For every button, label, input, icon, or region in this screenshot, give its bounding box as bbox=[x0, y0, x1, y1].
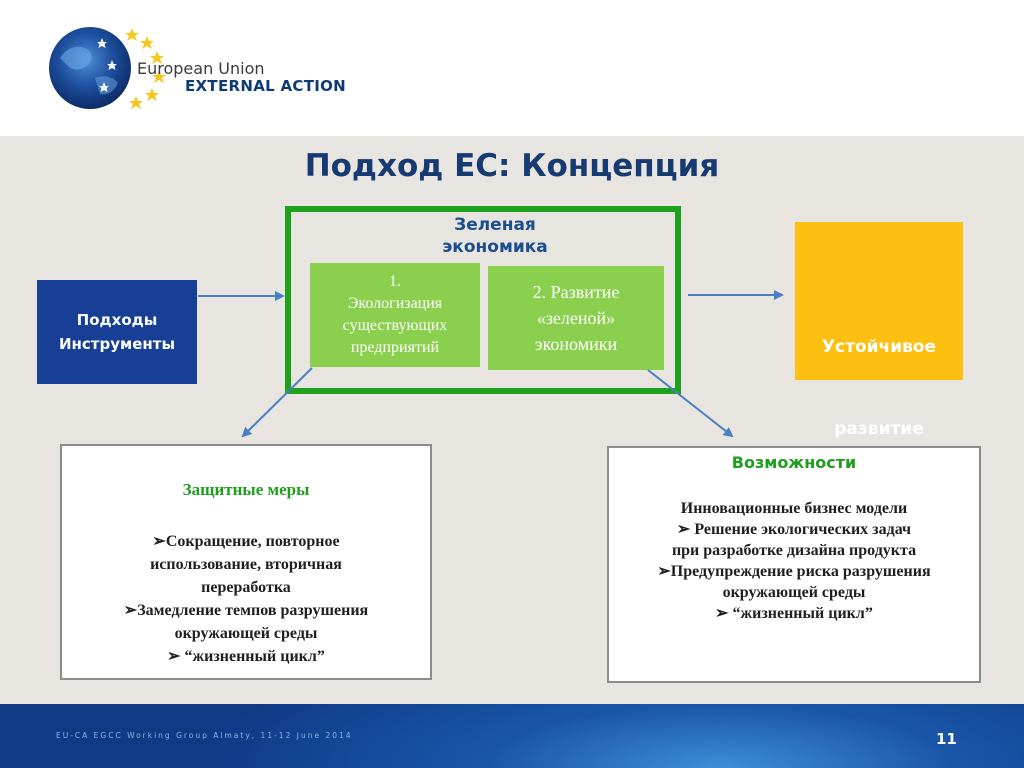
greening-enterprises-box: 1. Экологизация существующих предприятий bbox=[310, 263, 480, 367]
box2-line: экономики bbox=[534, 334, 618, 354]
arrow-to-opportunities bbox=[647, 369, 734, 438]
box1-line: предприятий bbox=[350, 339, 440, 356]
list-item: использование, вторичная bbox=[150, 556, 342, 573]
opportunities-list: Инновационные бизнес модели ➢ Решение эк… bbox=[609, 498, 979, 624]
list-item: ➢ “жизненный цикл” bbox=[715, 605, 873, 622]
green-economy-development-box: 2. Развитие «зеленой» экономики bbox=[488, 266, 664, 370]
sustainable-development-box: Устойчивое развитие bbox=[795, 222, 963, 439]
list-item: при разработке дизайна продукта bbox=[671, 542, 917, 559]
list-item: ➢ “жизненный цикл” bbox=[167, 648, 325, 665]
opportunities-panel: Возможности Инновационные бизнес модели … bbox=[607, 446, 981, 683]
slide-header: European Union EXTERNAL ACTION bbox=[0, 0, 1024, 136]
green-economy-label-line: экономика bbox=[442, 237, 548, 257]
sustainable-line: Устойчивое bbox=[821, 337, 937, 357]
approaches-line: Подходы bbox=[76, 311, 158, 329]
sustainable-line: развитие bbox=[834, 419, 924, 439]
list-item: переработка bbox=[201, 579, 291, 596]
list-item: ➢Замедление темпов разрушения bbox=[123, 602, 369, 619]
logo-line-external-action: EXTERNAL ACTION bbox=[185, 77, 347, 95]
approaches-line: Инструменты bbox=[58, 335, 176, 353]
approaches-tools-box: Подходы Инструменты bbox=[37, 280, 197, 384]
box1-line: 1. bbox=[389, 273, 401, 290]
list-item: ➢Предупреждение риска разрушения bbox=[657, 563, 931, 580]
list-item: окружающей среды bbox=[722, 584, 866, 601]
eu-globe-logo bbox=[49, 27, 166, 109]
slide-title: Подход ЕС: Концепция bbox=[304, 148, 720, 184]
opportunities-title: Возможности bbox=[731, 453, 857, 472]
protective-measures-panel: Защитные меры ➢Сокращение, повторное исп… bbox=[60, 444, 432, 680]
list-item: ➢ Решение экологических задач bbox=[676, 521, 912, 538]
arrow-to-protective-measures bbox=[241, 367, 313, 438]
protective-measures-title: Защитные меры bbox=[182, 480, 310, 499]
slide-footer bbox=[0, 704, 1024, 768]
box1-line: Экологизация bbox=[347, 295, 443, 312]
green-economy-frame bbox=[285, 206, 681, 394]
list-item: Инновационные бизнес модели bbox=[680, 500, 908, 517]
green-economy-label-line: Зеленая bbox=[454, 215, 536, 235]
logo-line-european-union: European Union bbox=[137, 59, 265, 78]
footer-caption: EU-CA EGCC Working Group Almaty, 11-12 J… bbox=[56, 731, 353, 740]
box1-line: существующих bbox=[342, 317, 448, 334]
protective-measures-list: ➢Сокращение, повторное использование, вт… bbox=[62, 530, 430, 668]
green-economy-label: Зеленая экономика bbox=[400, 214, 590, 258]
box2-line: «зеленой» bbox=[536, 308, 616, 328]
list-item: окружающей среды bbox=[174, 625, 318, 642]
box2-line: 2. Развитие bbox=[532, 282, 620, 302]
list-item: ➢Сокращение, повторное bbox=[152, 533, 340, 550]
page-number: 11 bbox=[936, 730, 957, 748]
